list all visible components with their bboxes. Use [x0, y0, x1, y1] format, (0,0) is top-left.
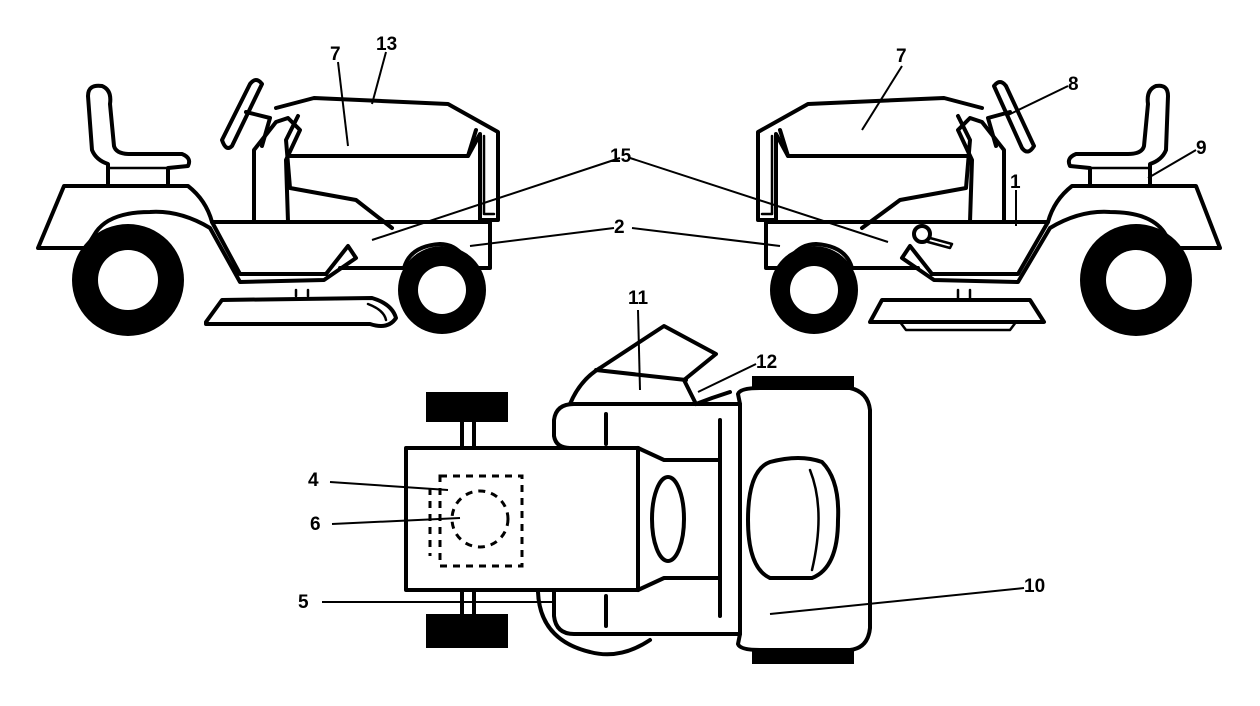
callout-15: 15: [610, 146, 632, 167]
top-view-fuel-cap-outline: [450, 489, 510, 549]
callout-11: 11: [628, 288, 649, 309]
left-view-steering-wheel: [220, 78, 264, 150]
left-view-hood: [274, 96, 500, 222]
left-view-mower-deck: [204, 296, 398, 328]
left-view-body: [36, 184, 358, 284]
callout-labels: 7 13 15 2 7 8 9 1 11 12 4 6 5 10: [298, 34, 1207, 613]
callout-13: 13: [376, 34, 397, 55]
callout-1: 1: [1010, 172, 1021, 193]
top-view-rear-tire-lower: [426, 614, 508, 648]
callout-7-right: 7: [896, 46, 907, 67]
top-view-deck: [552, 402, 742, 636]
callout-7-left: 7: [330, 44, 341, 65]
top-view-rear-body: [404, 446, 640, 592]
right-view-seat: [1066, 83, 1170, 186]
tractor-right-side-view: [756, 80, 1222, 336]
top-view-seat-outline: [438, 474, 524, 568]
tractor-top-view: [404, 324, 872, 664]
leader-lines: [322, 51, 1197, 615]
top-view-front-tire-lower: [752, 650, 854, 664]
callout-12: 12: [756, 352, 777, 373]
right-view-body: [900, 184, 1222, 284]
callout-6: 6: [310, 514, 321, 535]
callout-2: 2: [614, 217, 625, 238]
right-view-mower-deck: [868, 298, 1046, 324]
right-view-steering-wheel: [992, 80, 1036, 154]
top-view-hood: [736, 386, 872, 652]
callout-9: 9: [1196, 138, 1207, 159]
top-view-rear-tire-upper: [426, 392, 508, 422]
tractor-left-side-view: [36, 78, 500, 336]
left-view-seat: [86, 83, 192, 186]
callout-5: 5: [298, 592, 309, 613]
callout-8: 8: [1068, 74, 1079, 95]
callout-4: 4: [308, 470, 319, 491]
top-view-discharge-chute: [568, 324, 718, 406]
callout-10: 10: [1024, 576, 1045, 597]
